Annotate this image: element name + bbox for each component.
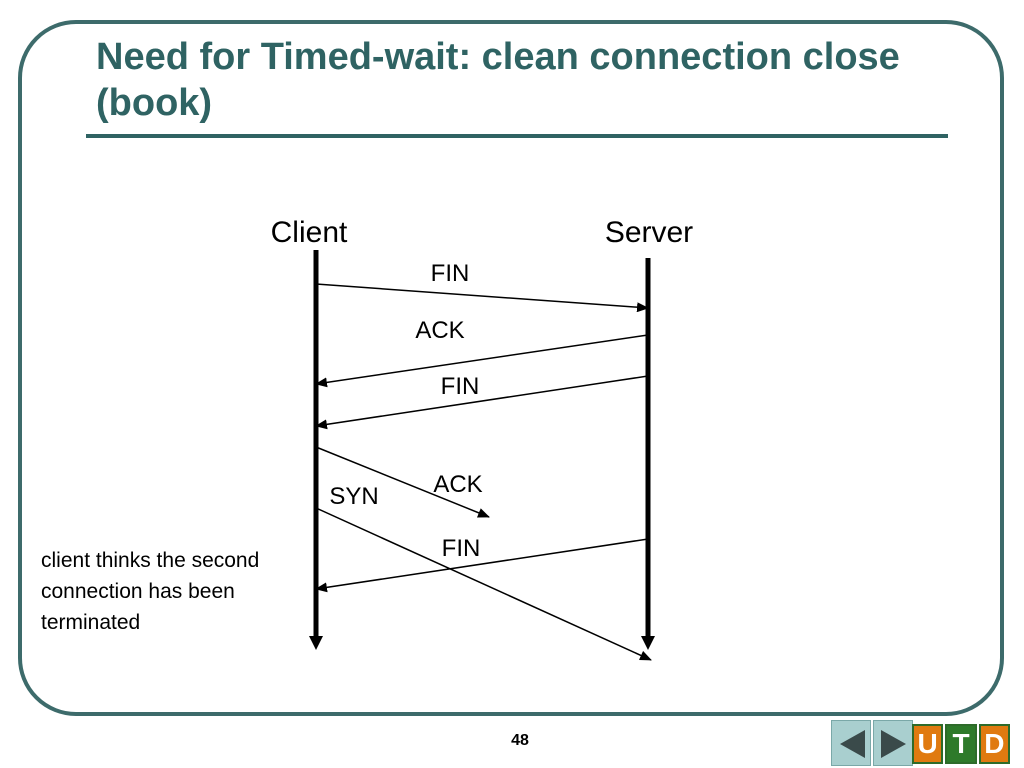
title-underline <box>86 134 948 138</box>
message-arrow-ack-lost <box>315 446 490 518</box>
message-label-ack-lost: ACK <box>433 471 482 498</box>
message-arrow-fin-1 <box>315 283 649 313</box>
client-lifeline-arrow <box>309 636 323 650</box>
triangle-left-icon <box>840 730 865 758</box>
message-arrow-ack-1 <box>315 334 649 388</box>
page-number: 48 <box>511 732 529 749</box>
next-slide-button[interactable] <box>873 720 913 766</box>
logo-letter-t: T <box>945 724 977 764</box>
server-lifeline-arrow <box>641 636 655 650</box>
triangle-right-icon <box>881 730 906 758</box>
diagram-note: client thinks the second connection has … <box>41 549 260 634</box>
message-label-syn: SYN <box>329 483 378 510</box>
message-arrow-fin-2 <box>315 375 649 430</box>
message-label-fin-2: FIN <box>441 373 480 400</box>
client-label: Client <box>271 216 348 249</box>
logo-letter-u: U <box>912 724 944 764</box>
previous-slide-button[interactable] <box>831 720 871 766</box>
message-label-fin-3: FIN <box>442 535 481 562</box>
logo-letter-d: D <box>978 724 1010 764</box>
message-label-ack-1: ACK <box>415 317 464 344</box>
message-arrow-fin-3 <box>315 538 649 593</box>
message-arrow-syn <box>315 507 652 661</box>
server-label: Server <box>605 216 693 249</box>
slide-title: Need for Timed-wait: clean connection cl… <box>96 36 900 124</box>
utd-logo: U T D <box>912 722 1010 766</box>
message-label-fin-1: FIN <box>431 260 470 287</box>
